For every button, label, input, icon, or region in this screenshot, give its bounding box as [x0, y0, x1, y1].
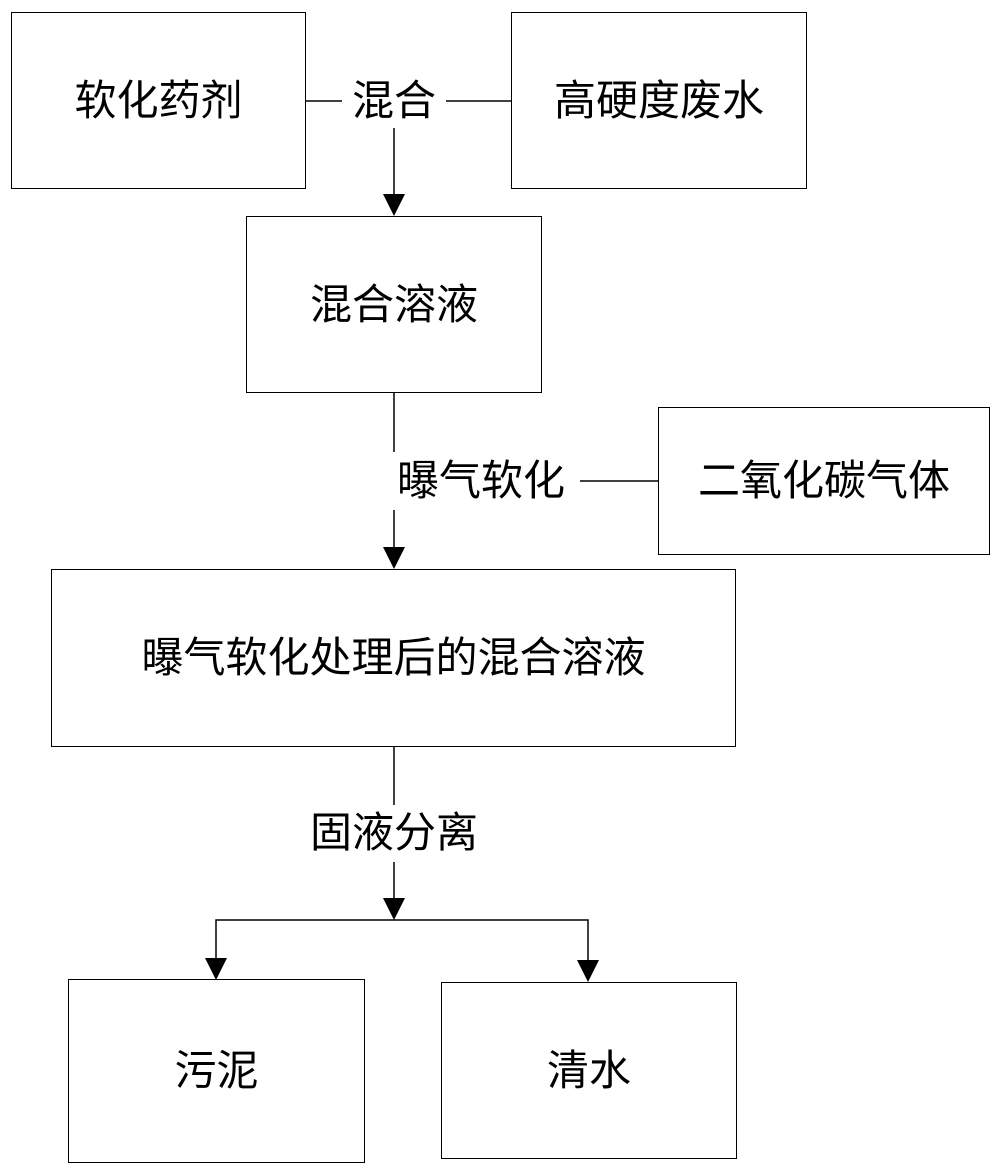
arrowhead-to-clean-water	[577, 960, 599, 982]
mixing-step-label: 混合	[347, 80, 441, 122]
arrowhead-to-sludge	[205, 958, 227, 980]
sludge-box: 污泥	[68, 979, 365, 1163]
clean-water-box: 清水	[441, 982, 737, 1159]
arrowhead-to-treated-solution	[383, 547, 405, 569]
clean-water-label: 清水	[546, 1045, 631, 1095]
mixed-solution-label: 混合溶液	[309, 279, 478, 329]
aeration-step-label: 曝气软化	[392, 460, 570, 502]
wastewater-label: 高硬度废水	[553, 75, 764, 125]
wastewater-box: 高硬度废水	[511, 12, 807, 189]
separation-step-label: 固液分离	[305, 812, 483, 854]
sludge-label: 污泥	[174, 1046, 259, 1095]
treated-solution-box: 曝气软化处理后的混合溶液	[51, 569, 736, 747]
co2-gas-label: 二氧化碳气体	[697, 456, 950, 505]
arrowhead-to-mixed-solution	[383, 194, 405, 216]
softener-box: 软化药剂	[11, 12, 306, 189]
co2-gas-box: 二氧化碳气体	[658, 407, 990, 555]
mixed-solution-box: 混合溶液	[246, 216, 542, 393]
softener-label: 软化药剂	[74, 75, 243, 125]
arrowhead-to-branch	[383, 898, 405, 920]
line-branch	[215, 919, 589, 960]
treated-solution-label: 曝气软化处理后的混合溶液	[141, 633, 646, 682]
